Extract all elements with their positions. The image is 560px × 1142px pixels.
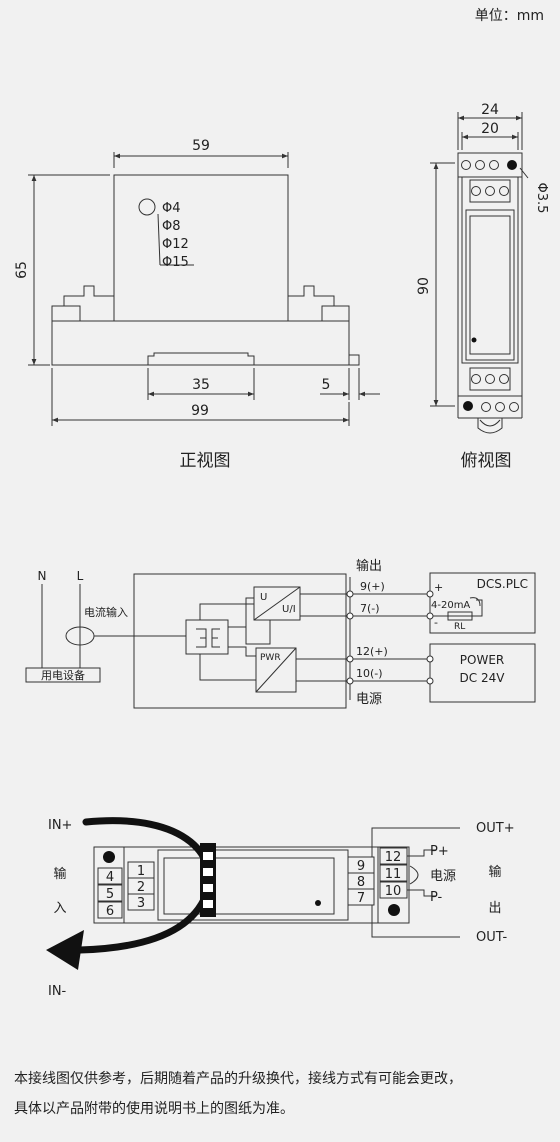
label-l: L: [77, 569, 84, 583]
top-view: [430, 112, 529, 434]
dim-90: 90: [416, 277, 432, 295]
terminal-6: 6: [106, 904, 114, 919]
terminal-9b: 9: [357, 859, 365, 874]
dim-5: 5: [322, 377, 331, 393]
dim-24: 24: [481, 102, 499, 118]
label-ui: U/I: [282, 604, 296, 615]
label-input-2: 入: [53, 901, 66, 916]
terminal-dots: [103, 851, 400, 916]
label-output: 输出: [356, 558, 382, 574]
label-p-plus: P+: [430, 844, 449, 859]
footnote-line-1: 本接线图仅供参考，后期随着产品的升级换代，接线方式有可能会更改，: [14, 1071, 462, 1087]
label-power-src: 电源: [430, 869, 456, 884]
dim-20: 20: [481, 121, 499, 137]
dim-35: 35: [192, 377, 210, 393]
front-view-caption: 正视图: [180, 451, 231, 471]
terminal-5: 5: [106, 887, 114, 902]
left-clip: [51, 285, 114, 321]
terminal-8: 8: [357, 875, 365, 890]
label-u: U: [260, 592, 267, 603]
terminal-labels: IN+ IN- 输 入 4 5 6 1 2 3 9 8 7 12 11 10 P…: [48, 818, 515, 999]
terminal-1: 1: [137, 864, 145, 879]
hole-phi4: Φ4: [162, 201, 181, 216]
dcs-plc-box: [429, 572, 536, 634]
top-view-dots: [463, 160, 517, 411]
dim-59: 59: [192, 138, 210, 154]
unit-label: 单位：mm: [475, 8, 544, 24]
label-in-plus: IN+: [48, 818, 72, 833]
label-out-plus: OUT+: [476, 821, 515, 836]
front-view-labels: 59 65 35 5 99 Φ4 Φ8 Φ12 Φ15 正视图: [14, 138, 330, 471]
label-in-minus: IN-: [48, 984, 67, 999]
wiring-labels: N L 电流输入 用电设备 输出 电源 U U/I PWR 9(+) 7(-) …: [38, 558, 528, 707]
pwr-box: [255, 647, 297, 693]
footnote-line-2: 具体以产品附带的使用说明书上的图纸为准。: [14, 1101, 294, 1117]
input-cable: [46, 817, 216, 970]
terminal-2: 2: [137, 880, 145, 895]
terminal-3: 3: [137, 896, 145, 911]
label-dcs-plc: DCS.PLC: [477, 577, 528, 591]
terminal-10: 10(-): [356, 667, 383, 680]
terminal-4: 4: [106, 870, 114, 885]
cable-clamp: [200, 843, 216, 917]
terminal-11: 11: [385, 867, 402, 882]
top-view-terminals: [461, 160, 519, 412]
front-base: [51, 320, 350, 366]
label-pwr: PWR: [260, 653, 281, 663]
front-body: [113, 174, 289, 322]
terminal-module: [93, 827, 460, 938]
device-box: [25, 667, 101, 683]
wiring-lines: [25, 572, 536, 709]
label-p-minus: P-: [430, 890, 443, 905]
hole-phi15: Φ15: [162, 255, 189, 270]
dim-99: 99: [191, 403, 209, 419]
top-view-labels: 24 20 90 Φ3.5 俯视图: [416, 102, 549, 471]
front-view: [28, 152, 380, 426]
dim-65: 65: [14, 261, 30, 279]
label-power: 电源: [356, 692, 382, 707]
module-box: [133, 573, 347, 709]
hole-phi8: Φ8: [162, 219, 181, 234]
dim-phi35: Φ3.5: [534, 183, 549, 214]
hole-circle: [138, 198, 156, 216]
label-output-2: 出: [488, 901, 501, 916]
label-n: N: [38, 569, 47, 583]
label-rl: RL: [454, 622, 465, 632]
terminal-12b: 12: [385, 850, 402, 865]
label-power-box-2: DC 24V: [460, 671, 506, 685]
footnote: 本接线图仅供参考，后期随着产品的升级换代，接线方式有可能会更改， 具体以产品附带…: [14, 1064, 554, 1124]
terminal-9: 9(+): [360, 580, 385, 593]
label-power-box-1: POWER: [460, 653, 504, 667]
label-4-20ma: 4-20mA: [431, 600, 470, 611]
terminal-7: 7(-): [360, 602, 380, 615]
label-plus: +: [434, 581, 443, 594]
terminal-7b: 7: [357, 891, 365, 906]
wiring-terminal-dots: [346, 590, 434, 685]
label-current-input: 电流输入: [84, 605, 128, 619]
label-output-1: 输: [488, 864, 501, 880]
label-minus: -: [434, 616, 438, 629]
terminal-10b: 10: [385, 884, 402, 899]
label-out-minus: OUT-: [476, 930, 507, 945]
rail-notch: [147, 352, 255, 365]
label-input-1: 输: [53, 866, 66, 882]
power-box: [429, 643, 536, 703]
label-device: 用电设备: [41, 668, 85, 682]
right-clip: [288, 285, 350, 321]
hole-phi12: Φ12: [162, 237, 189, 252]
isolator-block: [185, 619, 229, 655]
terminal-12: 12(+): [356, 645, 388, 658]
top-view-caption: 俯视图: [461, 451, 512, 471]
